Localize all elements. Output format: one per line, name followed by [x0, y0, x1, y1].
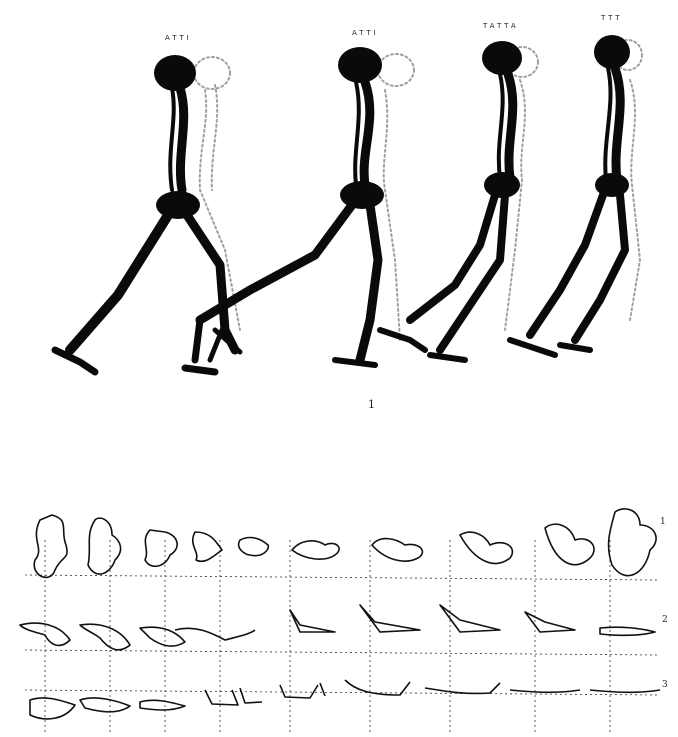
- flight-row-3: [30, 680, 660, 719]
- walking-figure-1: [55, 55, 240, 372]
- flight-row-2: [20, 605, 655, 650]
- frame-label-1: ATTI: [165, 34, 192, 42]
- head-1: [154, 55, 196, 91]
- walking-figure-2: [185, 47, 414, 372]
- frame-label-3: TATTA: [483, 22, 519, 30]
- figure-number: 1: [368, 398, 375, 411]
- walking-figure-4: [510, 35, 642, 355]
- head-4: [594, 35, 630, 69]
- timing-grid: [25, 540, 660, 733]
- flight-sequence: [20, 509, 660, 733]
- frame-label-2: ATTI: [352, 29, 379, 37]
- row-number-1: 1: [660, 517, 666, 527]
- row-number-3: 3: [662, 680, 668, 690]
- walking-sequence: [55, 35, 642, 372]
- flight-row-1: [34, 509, 656, 578]
- row-number-2: 2: [662, 615, 668, 625]
- walking-figure-3: [380, 41, 538, 360]
- head-3: [482, 41, 522, 75]
- head-2: [338, 47, 382, 83]
- frame-label-4: TTT: [601, 14, 623, 22]
